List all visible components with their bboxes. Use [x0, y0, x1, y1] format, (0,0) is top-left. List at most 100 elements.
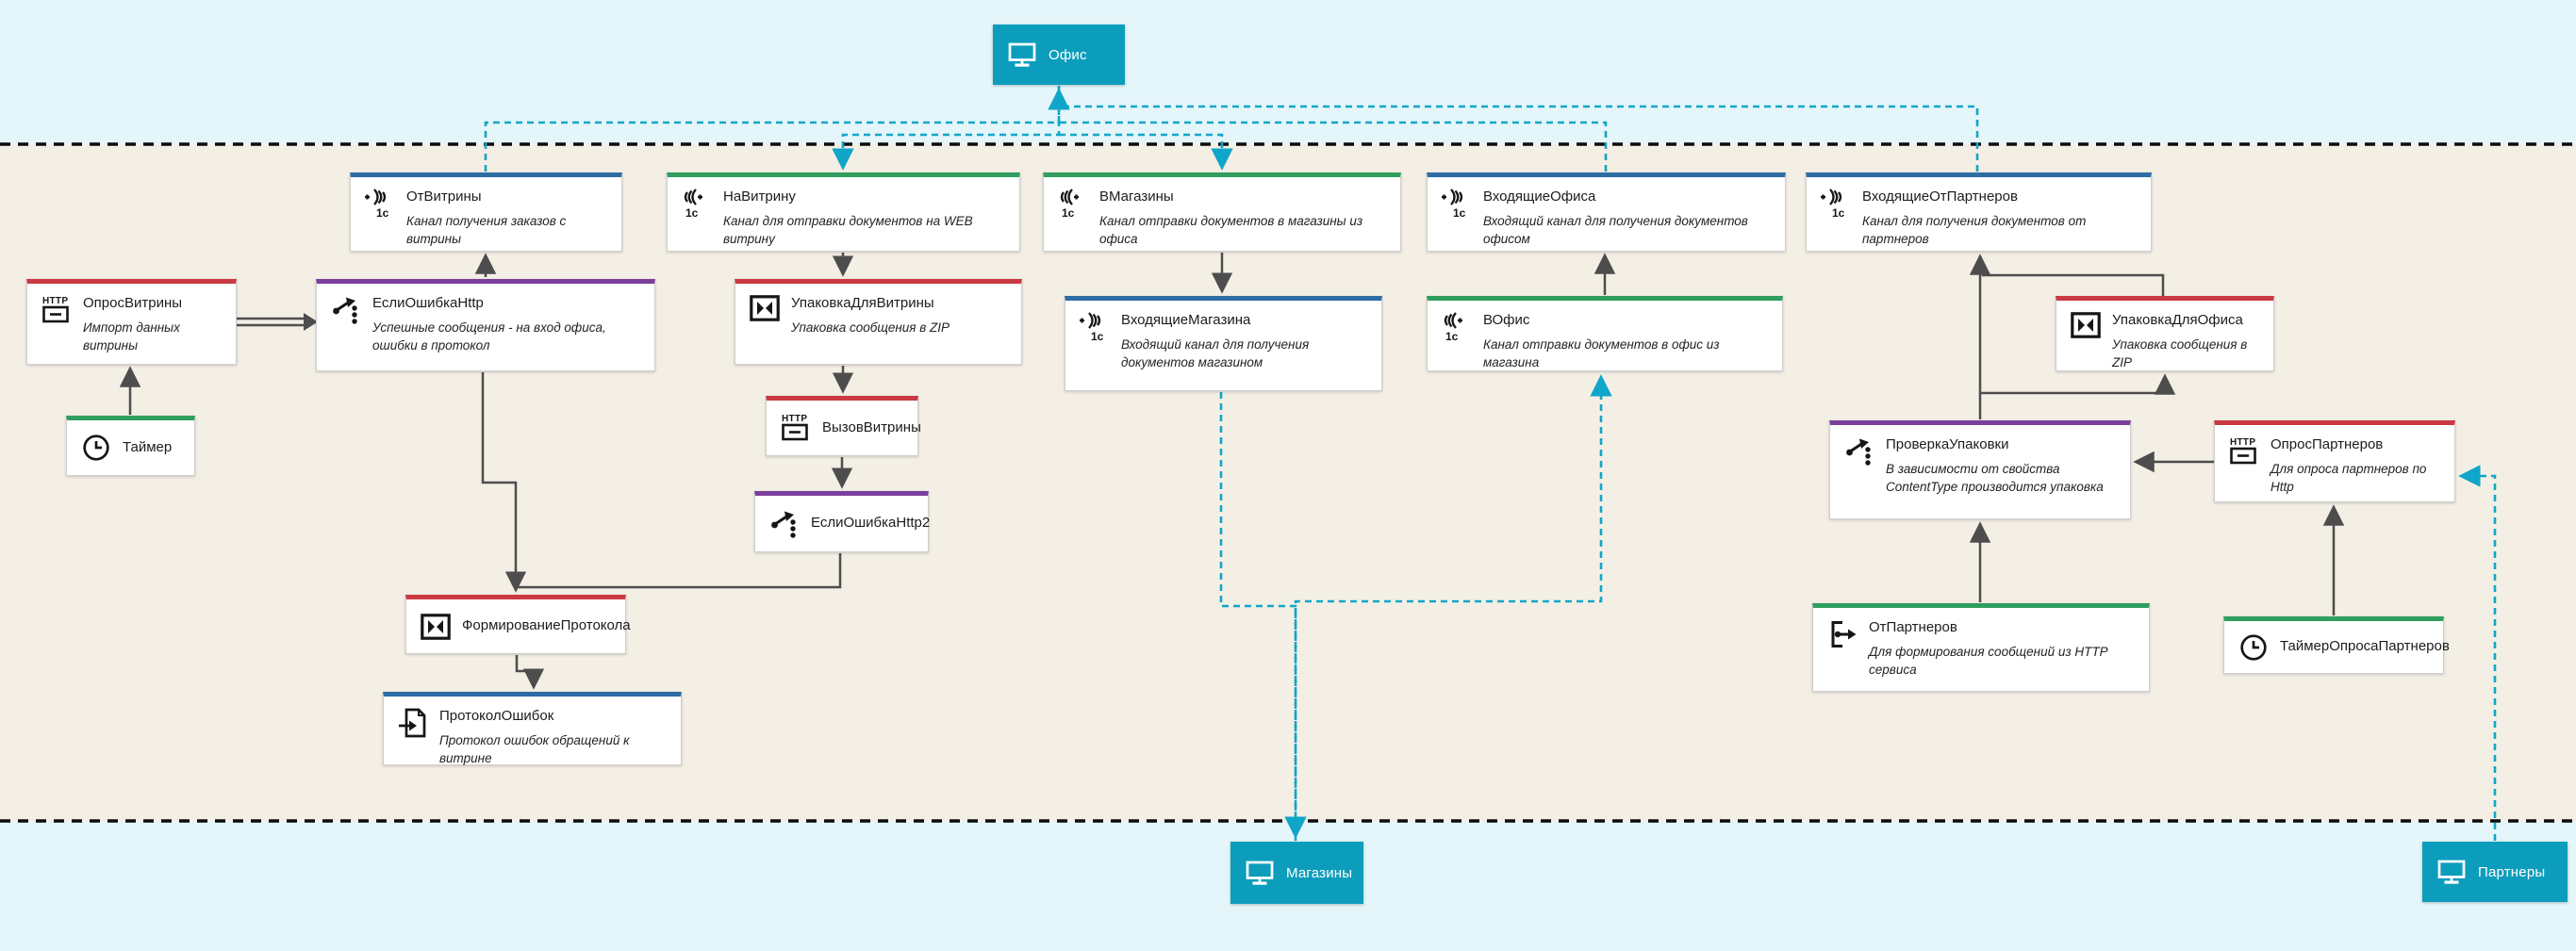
node-text: ФормированиеПротокола [462, 617, 631, 635]
monitor-icon [1246, 861, 1274, 886]
node-description: Упаковка сообщения в ZIP [791, 320, 950, 335]
node-description: Импорт данных витрины [83, 320, 180, 353]
node-title: ВходящиеМагазина [1121, 312, 1251, 328]
monitor-icon [1008, 42, 1036, 68]
node-text: ТаймерОпросаПартнеров [2280, 638, 2450, 656]
system-node-partners[interactable]: Партнеры [2422, 842, 2568, 902]
node-description: Входящий канал для получения документов … [1483, 213, 1748, 247]
http-icon: HTTP [780, 413, 812, 443]
branch-icon [1843, 436, 1875, 467]
node-description: В зависимости от свойства ContentType пр… [1886, 461, 2104, 495]
node-description: Для опроса партнеров по Http [2271, 461, 2427, 495]
node-text: Таймер [123, 439, 172, 457]
channel-in-1c-icon: 1с [1441, 189, 1473, 219]
zone-office [0, 0, 2576, 144]
clock-icon [2237, 633, 2270, 662]
node-description: Для формирования сообщений из HTTP серви… [1869, 644, 2108, 678]
svg-text:HTTP: HTTP [42, 296, 68, 306]
clock-icon [80, 434, 112, 462]
node-taymer[interactable]: Таймер [66, 416, 195, 476]
node-esliOshibkaHttp2[interactable]: ЕслиОшибкаHttp2 [754, 491, 931, 552]
node-text: ВызовВитрины [822, 419, 921, 437]
system-label: Офис [1049, 46, 1087, 63]
svg-text:1с: 1с [685, 206, 699, 219]
svg-text:1с: 1с [1832, 206, 1845, 219]
node-title: УпаковкаДляОфиса [2112, 312, 2243, 328]
system-node-office[interactable]: Офис [993, 25, 1125, 85]
svg-text:HTTP: HTTP [2230, 437, 2255, 448]
channel-in-1c-icon: 1с [1820, 189, 1852, 219]
node-description: Канал отправки документов в магазины из … [1099, 213, 1363, 247]
svg-text:1с: 1с [1445, 330, 1459, 342]
node-description: Упаковка сообщения в ZIP [2112, 336, 2248, 370]
node-title: ВМагазины [1099, 189, 1174, 205]
node-title: Таймер [123, 438, 173, 455]
node-title: ОпросВитрины [83, 295, 183, 311]
svg-text:1с: 1с [1091, 330, 1104, 342]
node-title: ПротоколОшибок [439, 708, 554, 724]
node-description: Протокол ошибок обращений к витрине [439, 732, 630, 766]
system-label: Партнеры [2478, 863, 2546, 880]
node-title: ВызовВитрины [822, 418, 921, 435]
node-title: ФормированиеПротокола [462, 617, 631, 634]
channel-in-1c-icon: 1с [364, 189, 396, 219]
node-title: ВходящиеОтПартнеров [1862, 189, 2018, 205]
node-title: ТаймерОпросаПартнеров [2280, 638, 2450, 655]
zip-icon [749, 295, 781, 321]
channel-out-1c-icon: 1с [1441, 312, 1473, 342]
node-formirovanieProtokola[interactable]: ФормированиеПротокола [405, 595, 631, 654]
node-description: Канал для отправки документов на WEB вит… [723, 213, 973, 247]
node-title: ЕслиОшибкаHttp [372, 295, 484, 311]
node-description: Канал для получения документов от партне… [1862, 213, 2087, 247]
channel-in-1c-icon: 1с [1079, 312, 1111, 342]
file-in-icon [397, 708, 429, 738]
svg-text:HTTP: HTTP [782, 414, 807, 424]
system-node-shops[interactable]: Магазины [1230, 842, 1363, 904]
node-description: Канал отправки документов в офис из мага… [1483, 336, 1720, 370]
http-icon: HTTP [41, 295, 73, 325]
node-title: ОтПартнеров [1869, 619, 1957, 635]
node-title: ЕслиОшибкаHttp2 [811, 515, 931, 532]
system-label: Магазины [1286, 864, 1353, 881]
svg-text:1с: 1с [1453, 206, 1466, 219]
svg-text:1с: 1с [376, 206, 389, 219]
zip-icon [420, 613, 452, 640]
node-title: ВходящиеОфиса [1483, 189, 1596, 205]
node-description: Успешные сообщения - на вход офиса, ошиб… [372, 320, 606, 353]
node-taymerOprosaPartnerov[interactable]: ТаймерОпросаПартнеров [2223, 616, 2450, 674]
service-out-icon [1826, 619, 1858, 649]
node-vyzovVitriny[interactable]: HTTP ВызовВитрины [766, 396, 921, 456]
http-icon: HTTP [2228, 436, 2260, 467]
channel-out-1c-icon: 1с [681, 189, 713, 219]
branch-icon [768, 509, 801, 539]
node-title: ОпросПартнеров [2271, 436, 2384, 452]
node-title: НаВитрину [723, 189, 796, 205]
node-title: ВОфис [1483, 312, 1530, 328]
